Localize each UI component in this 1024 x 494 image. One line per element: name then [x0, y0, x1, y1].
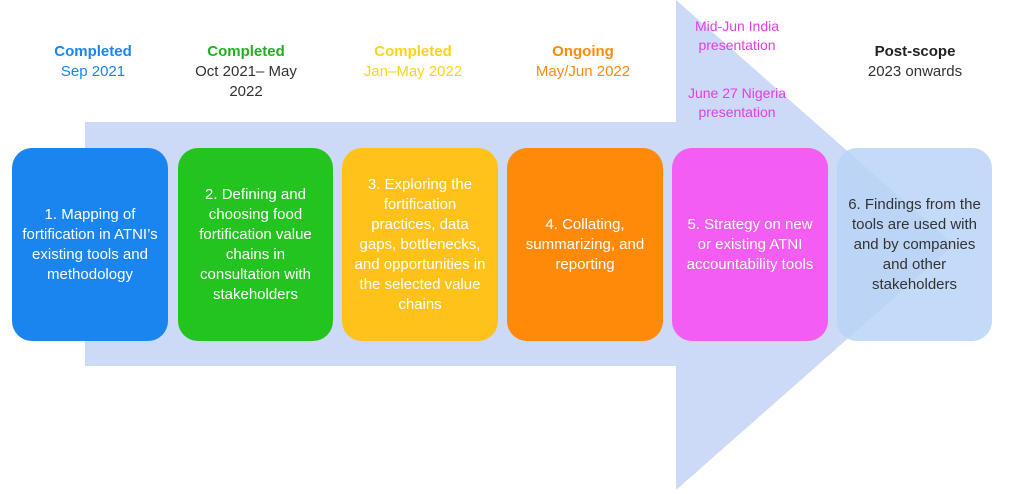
phase-status: Completed: [54, 43, 132, 60]
step-2-box: 2. Defining and choosing food fortificat…: [178, 148, 333, 341]
step-2-label: 2. Defining and choosing food fortificat…: [199, 185, 312, 303]
step-4-box: 4. Collating, summarizing, and reporting: [507, 148, 663, 341]
step-1-box: 1. Mapping of fortification in ATNI’s ex…: [12, 148, 168, 341]
step-3-box: 3. Exploring the fortification practices…: [342, 148, 498, 341]
step-6-label: 6. Findings from the tools are used with…: [848, 195, 981, 293]
phase-status: Post-scope: [874, 43, 956, 60]
nigeria-presentation-note: June 27 Nigeria presentation: [687, 85, 787, 120]
step-6-box: 6. Findings from the tools are used with…: [837, 148, 992, 341]
phase-status: Completed: [207, 43, 285, 60]
phase-status: Completed: [374, 43, 452, 60]
phase-status: Ongoing: [552, 43, 614, 60]
india-presentation-note: Mid-Jun India presentation: [694, 18, 780, 53]
phase-header-4: Ongoing May/Jun 2022: [508, 42, 658, 82]
step-4-label: 4. Collating, summarizing, and reporting: [525, 215, 645, 273]
phase-date: Sep 2021: [60, 63, 126, 80]
phase-date: May/Jun 2022: [535, 63, 631, 80]
step-1-label: 1. Mapping of fortification in ATNI’s ex…: [22, 205, 158, 283]
phase-date: 2023 onwards: [867, 63, 963, 80]
step-3-label: 3. Exploring the fortification practices…: [354, 175, 486, 313]
phase-header-1: Completed Sep 2021: [18, 42, 168, 82]
step-5-box: 5. Strategy on new or existing ATNI acco…: [672, 148, 828, 341]
phase-date: Oct 2021– May 2022: [195, 63, 297, 100]
phase-header-3: Completed Jan–May 2022: [338, 42, 488, 82]
step-5-label: 5. Strategy on new or existing ATNI acco…: [686, 215, 814, 273]
phase-header-6: Post-scope 2023 onwards: [840, 42, 990, 82]
phase-date: Jan–May 2022: [363, 63, 463, 80]
phase-header-2: Completed Oct 2021– May 2022: [186, 42, 306, 102]
